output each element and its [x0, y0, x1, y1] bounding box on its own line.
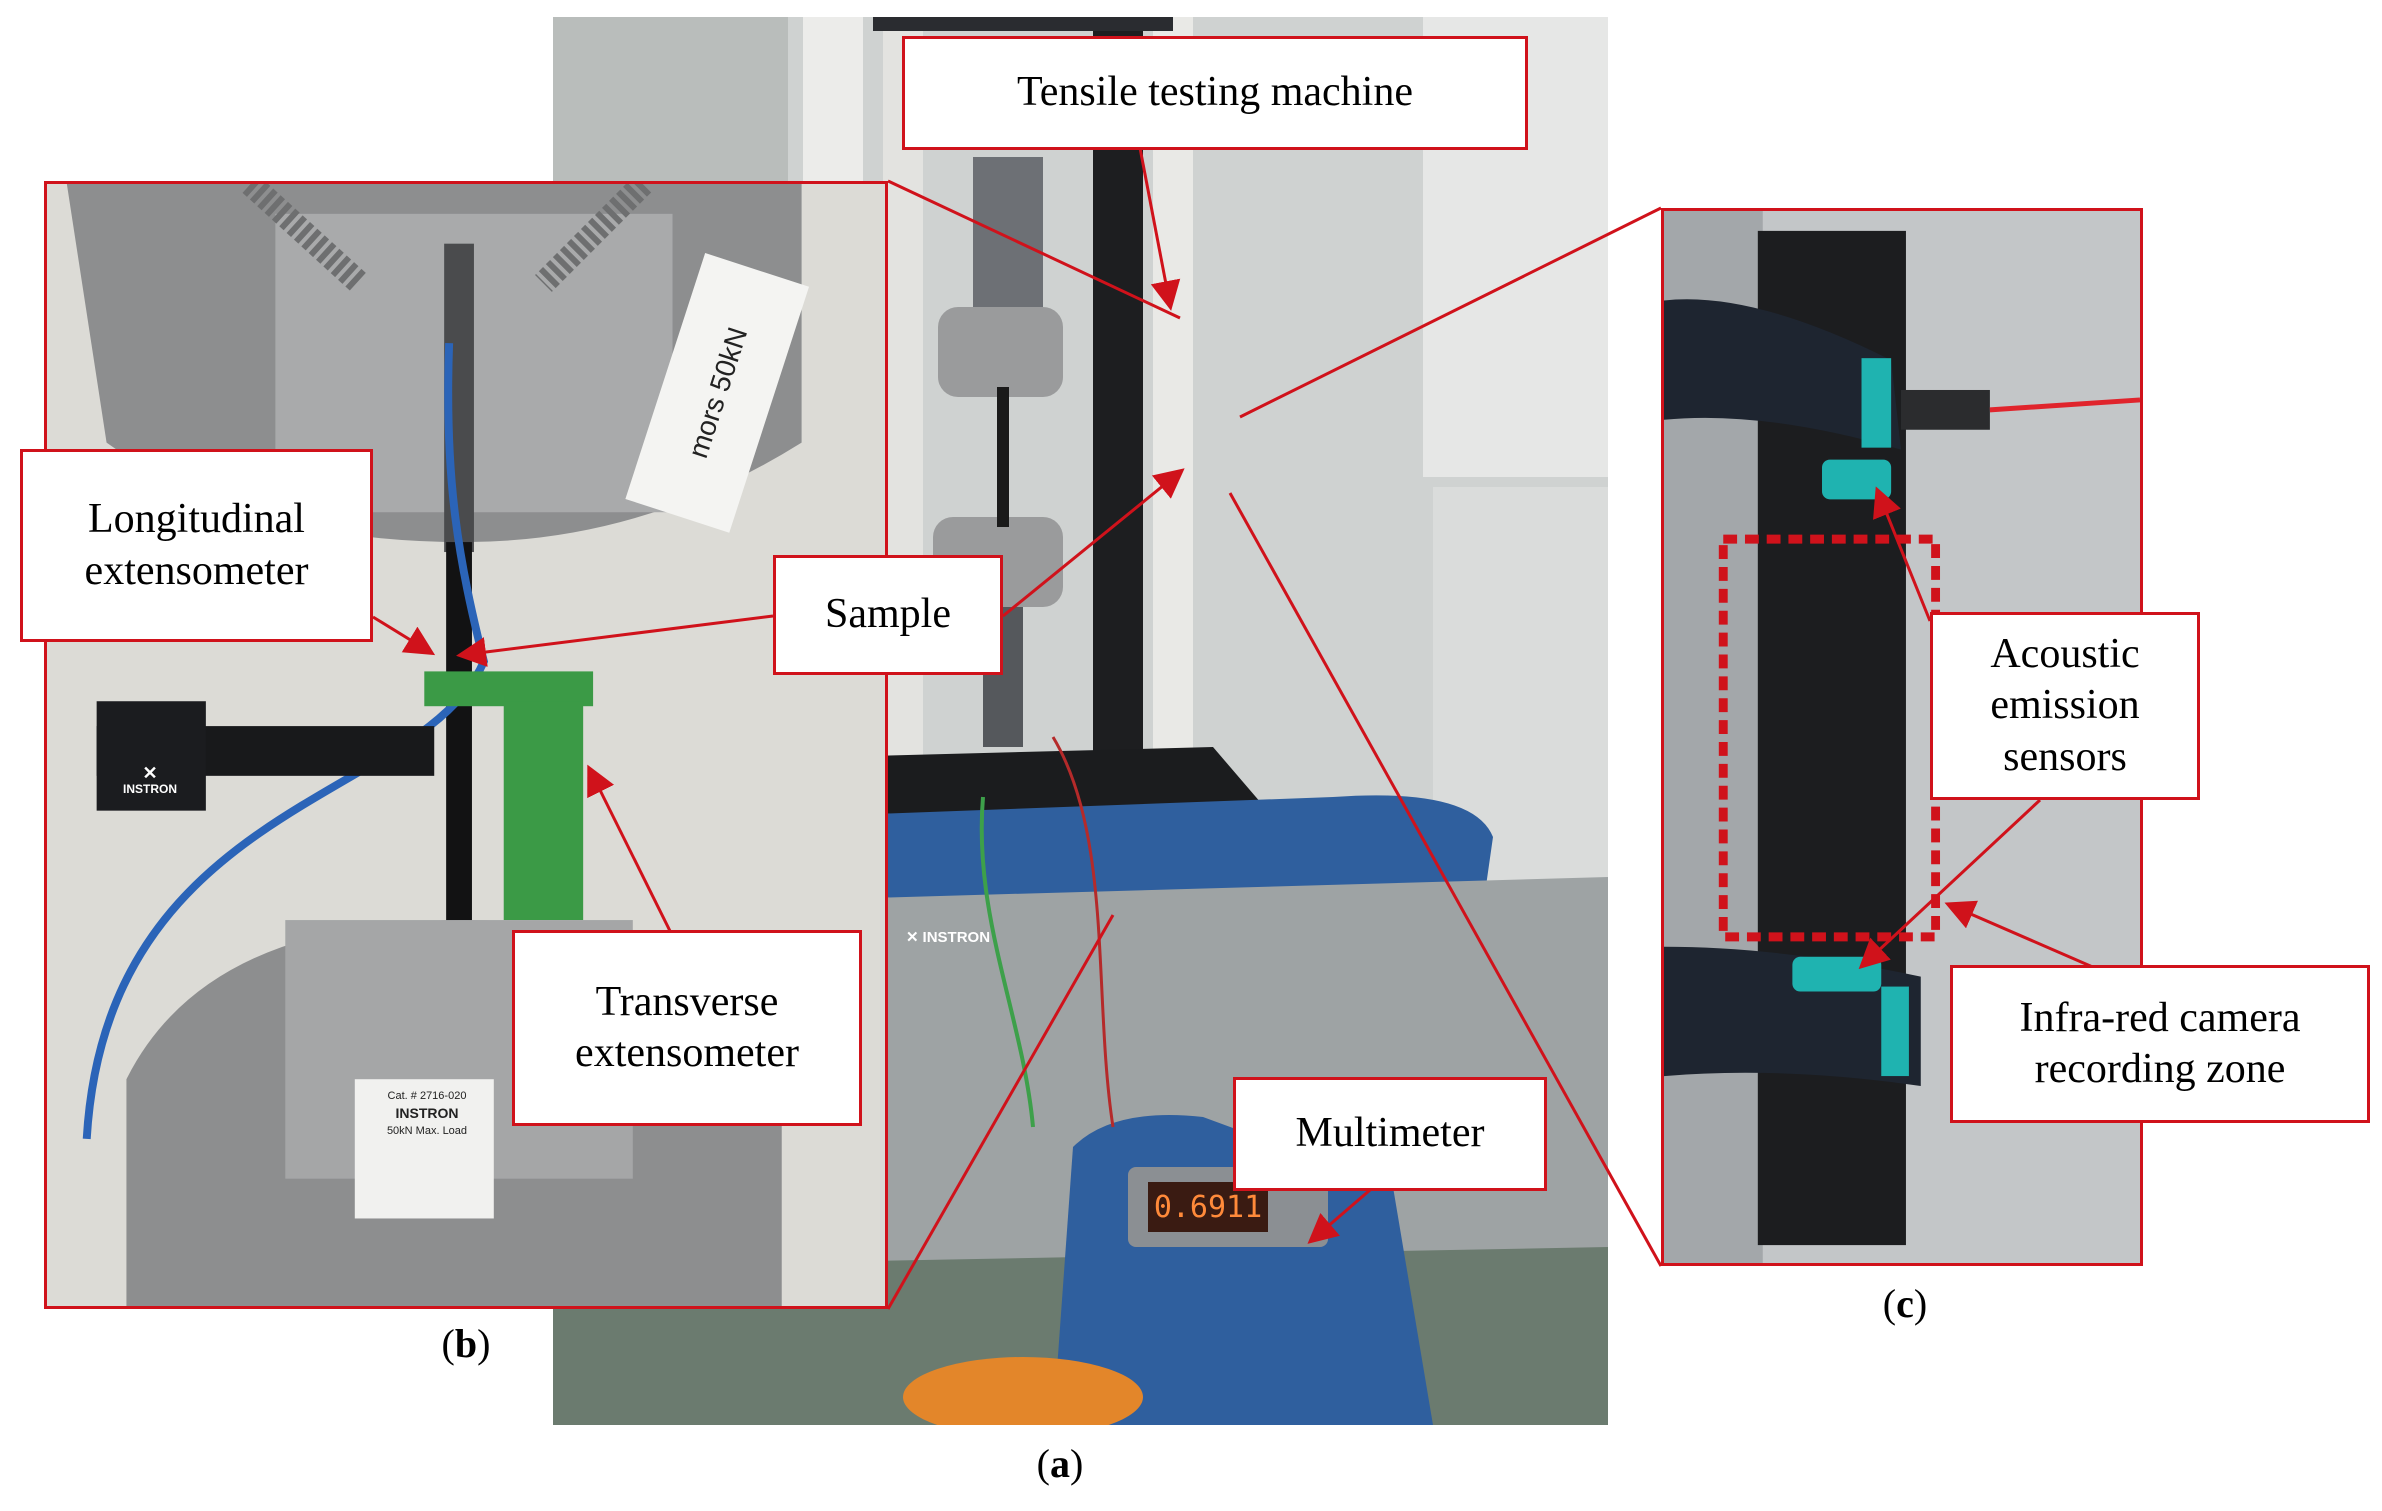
instron-logo-icon: ✕ [142, 763, 158, 783]
multimeter-reading: 0.6911 [1153, 1189, 1263, 1225]
photo-b-extensometer-closeup: mors 50kN ✕ INSTRON Cat. # 2716-020 INST… [44, 181, 888, 1309]
panel-letter-c: (c) [1882, 1281, 1928, 1326]
label-infrared-camera-zone: Infra-red camera recording zone [1950, 965, 2370, 1123]
grip-plate-brand: INSTRON [395, 1105, 459, 1122]
panel-letter-a-text: a [1050, 1441, 1070, 1486]
grip-plate: Cat. # 2716-020 INSTRON 50kN Max. Load [359, 1089, 495, 1219]
photo-c-scene [1664, 211, 2140, 1263]
instron-logo-icon: ✕ [905, 929, 919, 946]
base-brand-plate: ✕ INSTRON [891, 922, 1005, 952]
label-sample: Sample [773, 555, 1003, 675]
photo-c-sensors-closeup [1661, 208, 2143, 1266]
panel-letter-c-text: c [1896, 1281, 1914, 1326]
grip-plate-cat: Cat. # 2716-020 [387, 1090, 467, 1102]
label-tensile-testing-machine: Tensile testing machine [902, 36, 1528, 150]
panel-letter-b-text: b [454, 1321, 478, 1366]
base-brand-text: INSTRON [922, 928, 991, 946]
label-transverse-extensometer: Transverse extensometer [512, 930, 862, 1126]
label-longitudinal-extensometer: Longitudinal extensometer [20, 449, 373, 642]
extensometer-brand: ✕ INSTRON [105, 764, 195, 798]
grip-plate-load: 50kN Max. Load [386, 1124, 468, 1137]
panel-letter-a: (a) [1036, 1441, 1084, 1486]
panel-letter-b: (b) [441, 1321, 491, 1366]
label-multimeter: Multimeter [1233, 1077, 1547, 1191]
label-acoustic-emission-sensors: Acoustic emission sensors [1930, 612, 2200, 800]
extensometer-brand-text: INSTRON [123, 782, 177, 796]
